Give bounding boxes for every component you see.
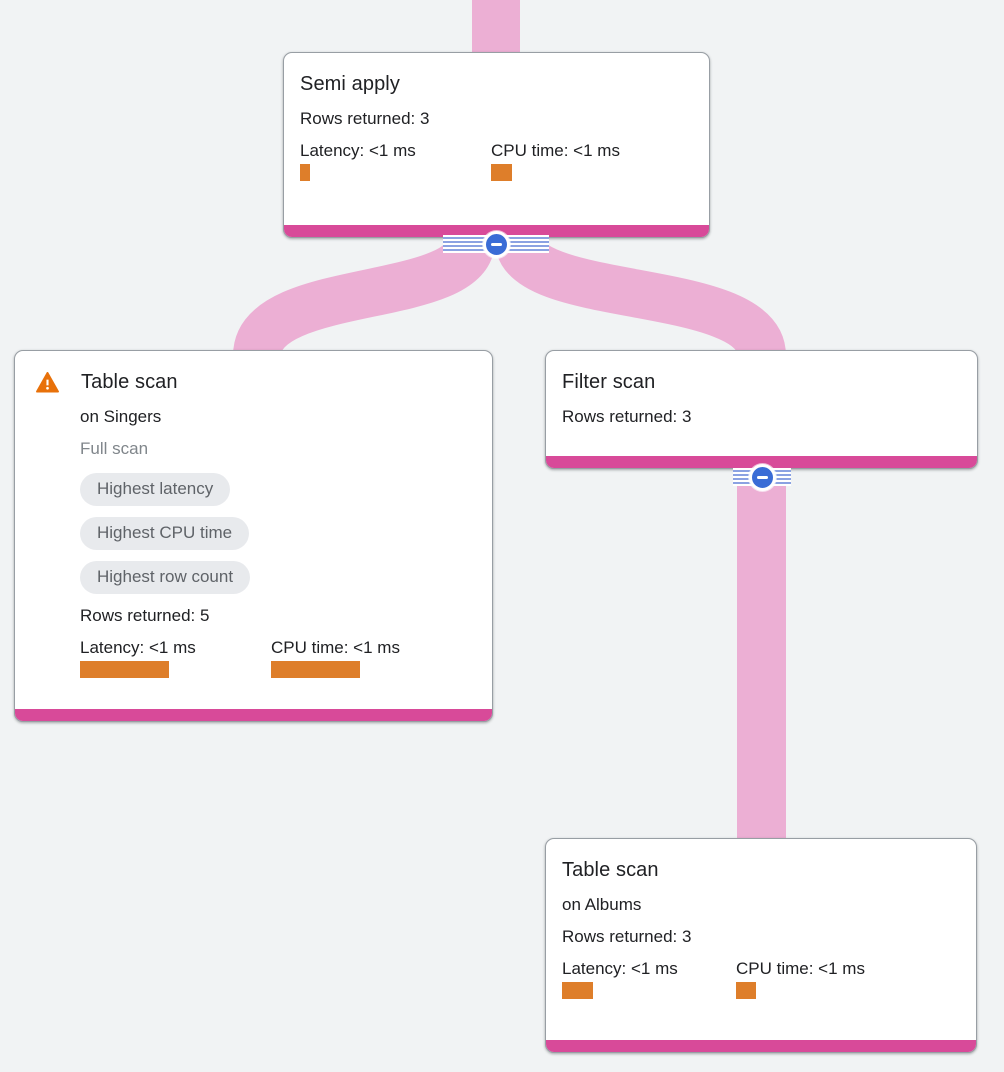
latency-metric: Latency: <1 ms: [300, 141, 491, 181]
cpu-metric: CPU time: <1 ms: [271, 638, 462, 678]
cpu-label: CPU time: <1 ms: [271, 637, 400, 657]
latency-label: Latency: <1 ms: [300, 140, 416, 160]
rows-returned: Rows returned: 3: [300, 109, 430, 128]
cpu-bar: [271, 660, 360, 678]
minus-icon: [756, 475, 768, 479]
badge-highest-latency: Highest latency: [80, 472, 231, 506]
node-header: Table scan: [31, 371, 476, 394]
latency-label: Latency: <1 ms: [80, 637, 196, 657]
node-semi-apply[interactable]: Semi apply Rows returned: 3 Latency: <1 …: [283, 52, 710, 238]
latency-metric: Latency: <1 ms: [80, 638, 271, 678]
latency-label: Latency: <1 ms: [562, 958, 678, 978]
badge-highest-cpu-time: Highest CPU time: [80, 516, 250, 550]
rows-returned: Rows returned: 3: [562, 926, 692, 946]
latency-metric: Latency: <1 ms: [562, 959, 736, 999]
edge-semi-apply-to-table-scan-singers: [233, 235, 495, 360]
scan-type: Full scan: [80, 438, 149, 458]
cpu-label: CPU time: <1 ms: [736, 958, 865, 978]
minus-icon: [490, 242, 502, 246]
cpu-label: CPU time: <1 ms: [491, 140, 620, 160]
rows-returned: Rows returned: 5: [80, 605, 210, 625]
collapse-minus-icon[interactable]: [748, 463, 776, 491]
cpu-metric: CPU time: <1 ms: [491, 141, 682, 181]
badge-highest-row-count: Highest row count: [80, 560, 251, 594]
node-accent-bar: [546, 1040, 976, 1052]
node-accent-bar: [546, 456, 977, 468]
node-subtitle: on Albums: [562, 895, 642, 914]
cpu-bar: [736, 981, 756, 999]
node-title: Table scan: [81, 371, 178, 393]
node-table-scan-singers[interactable]: Table scan on Singers Full scan Highest …: [14, 350, 493, 722]
metrics-row: Latency: <1 ms CPU time: <1 ms: [80, 638, 476, 678]
latency-bar: [80, 660, 169, 678]
node-accent-bar: [15, 709, 492, 721]
warning-icon: [36, 372, 59, 393]
node-filter-scan[interactable]: Filter scan Rows returned: 3: [545, 350, 978, 469]
rows-returned: Rows returned: 3: [562, 407, 692, 426]
cpu-metric: CPU time: <1 ms: [736, 959, 927, 999]
node-title: Semi apply: [300, 73, 400, 95]
collapse-button-semi-apply[interactable]: [443, 230, 549, 258]
node-table-scan-albums[interactable]: Table scan on Albums Rows returned: 3 La…: [545, 838, 977, 1053]
metrics-row: Latency: <1 ms CPU time: <1 ms: [300, 141, 693, 181]
metrics-row: Latency: <1 ms CPU time: <1 ms: [562, 959, 960, 999]
badge-list: Highest latency Highest CPU time Highest…: [80, 472, 476, 594]
collapse-minus-icon[interactable]: [482, 230, 510, 258]
node-subtitle: on Singers: [80, 407, 162, 426]
node-title: Filter scan: [562, 371, 656, 393]
node-title: Table scan: [562, 859, 659, 881]
collapse-button-filter-scan[interactable]: [733, 463, 791, 491]
latency-bar: [300, 163, 310, 181]
edge-semi-apply-to-filter-scan: [495, 235, 786, 360]
cpu-bar: [491, 163, 512, 181]
latency-bar: [562, 981, 593, 999]
